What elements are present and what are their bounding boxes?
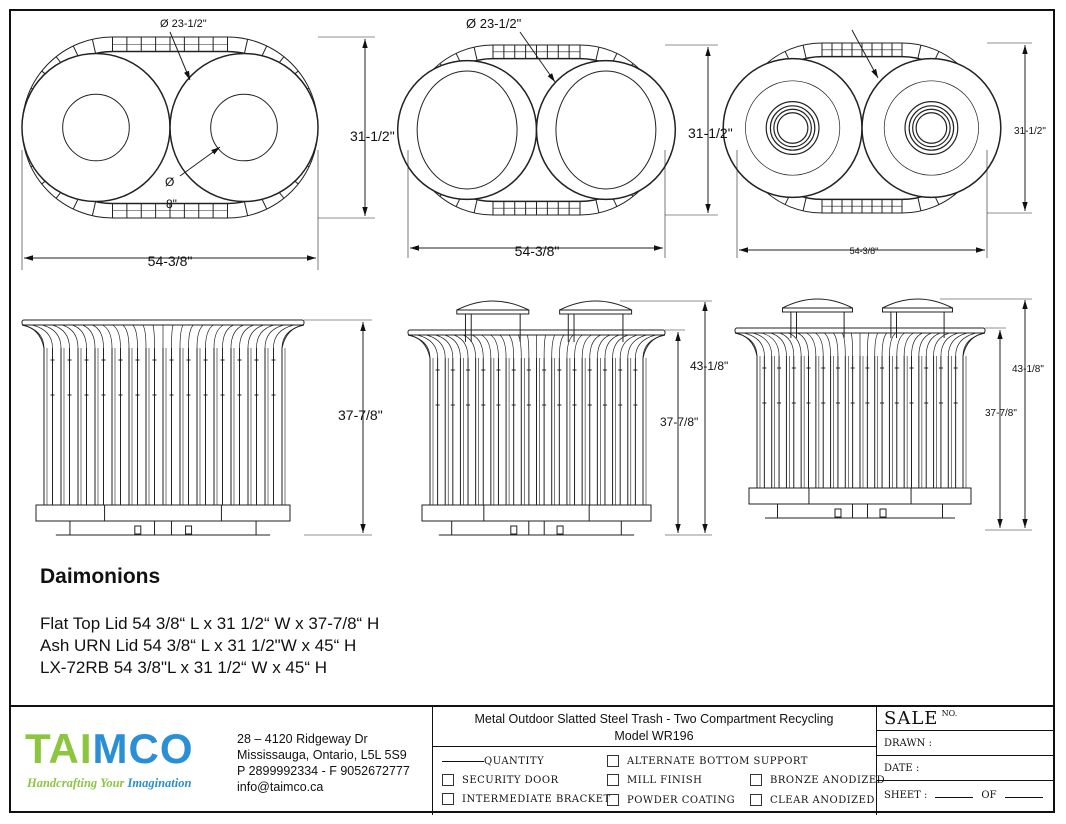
elev2-height-label: 37-7/8" (660, 415, 698, 429)
sale-cell: SALE NO. DRAWN : DATE : SHEET :OF (876, 707, 1055, 815)
plan-view-lx72rb (722, 29, 1032, 258)
checkbox[interactable] (442, 793, 454, 805)
elev3-overall-height-label: 43-1/8" (1012, 364, 1044, 375)
spec-line: Flat Top Lid 54 3/8“ L x 31 1/2“ W x 37-… (40, 614, 380, 633)
checkbox[interactable] (750, 774, 762, 786)
title-block: TAIMCO Handcrafting Your Imagination 28 … (9, 705, 1055, 815)
plan1-diameter-label: Ø 23-1/2" (160, 18, 207, 30)
plan1-width-label: 54-3/8" (148, 253, 193, 269)
company-logo: TAIMCO (25, 727, 194, 771)
plan-view-ash-urn (396, 31, 718, 258)
sale-number: SALE NO. (876, 707, 1055, 731)
elev1-height-label: 37-7/8" (338, 407, 383, 423)
option-intermediate-bracket[interactable]: INTERMEDIATE BRACKET (442, 793, 611, 805)
plan2-diameter-label: Ø 23-1/2" (466, 16, 522, 31)
title-cell: Metal Outdoor Slatted Steel Trash - Two … (432, 707, 885, 815)
checkbox[interactable] (750, 794, 762, 806)
option-mill-finish[interactable]: MILL FINISH (607, 774, 702, 786)
elev2-overall-height-label: 43-1/8" (690, 359, 728, 373)
option-bronze-anodized[interactable]: BRONZE ANODIZED (750, 774, 885, 786)
option-security-door[interactable]: SECURITY DOOR (442, 774, 559, 786)
company-cell: TAIMCO Handcrafting Your Imagination 28 … (9, 707, 433, 815)
product-heading: Daimonions (40, 565, 161, 588)
plan1-inner-diameter-symbol: Ø (165, 175, 174, 189)
model-number: Model WR196 (614, 729, 694, 743)
drawing-frame (9, 9, 1055, 813)
technical-drawing: Ø 23-1/2" 54-3/8" 31-1/2" Ø 8" Ø 23-1/2"… (21, 16, 1046, 536)
sheet-field[interactable]: SHEET :OF (876, 781, 1055, 815)
plan1-depth-label: 31-1/2" (350, 128, 395, 144)
option-clear-anodized[interactable]: CLEAR ANODIZED (750, 794, 875, 806)
checkbox[interactable] (607, 794, 619, 806)
checkbox[interactable] (442, 774, 454, 786)
plan2-width-label: 54-3/8" (515, 243, 560, 259)
drawing-title: Metal Outdoor Slatted Steel Trash - Two … (432, 707, 876, 747)
quantity-field[interactable]: QUANTITY (442, 756, 544, 767)
option-powder-coating[interactable]: POWDER COATING (607, 794, 735, 806)
product-specs: Flat Top Lid 54 3/8“ L x 31 1/2“ W x 37-… (40, 613, 379, 679)
plan1-inner-diameter-label: 8" (166, 197, 177, 211)
drawn-field[interactable]: DRAWN : (876, 731, 1055, 756)
elevation-ash-urn (407, 300, 712, 536)
plan-view-flat-top (21, 31, 375, 270)
plan3-width-label: 54-3/8" (850, 246, 879, 256)
option-alternate-bottom-support[interactable]: ALTERNATE BOTTOM SUPPORT (607, 755, 808, 767)
date-field[interactable]: DATE : (876, 756, 1055, 781)
elevation-lx72rb (734, 298, 1032, 531)
checkbox[interactable] (607, 774, 619, 786)
company-address: 28 – 4120 Ridgeway Dr Mississauga, Ontar… (237, 731, 410, 795)
spec-line: LX-72RB 54 3/8"L x 31 1/2“ W x 45“ H (40, 658, 327, 677)
elevation-flat-top (21, 319, 372, 536)
checkbox[interactable] (607, 755, 619, 767)
address-line: Mississauga, Ontario, L5L 5S9 (237, 748, 407, 762)
plan2-depth-label: 31-1/2" (688, 125, 733, 141)
spec-line: Ash URN Lid 54 3/8“ L x 31 1/2"W x 45“ H (40, 636, 357, 655)
company-tagline: Handcrafting Your Imagination (27, 776, 192, 790)
phone-fax: P 2899992334 - F 9052672777 (237, 764, 410, 778)
elev3-height-label: 37-7/8" (985, 408, 1017, 419)
plan3-depth-label: 31-1/2" (1014, 126, 1046, 137)
address-line: 28 – 4120 Ridgeway Dr (237, 732, 368, 746)
email: info@taimco.ca (237, 780, 324, 794)
